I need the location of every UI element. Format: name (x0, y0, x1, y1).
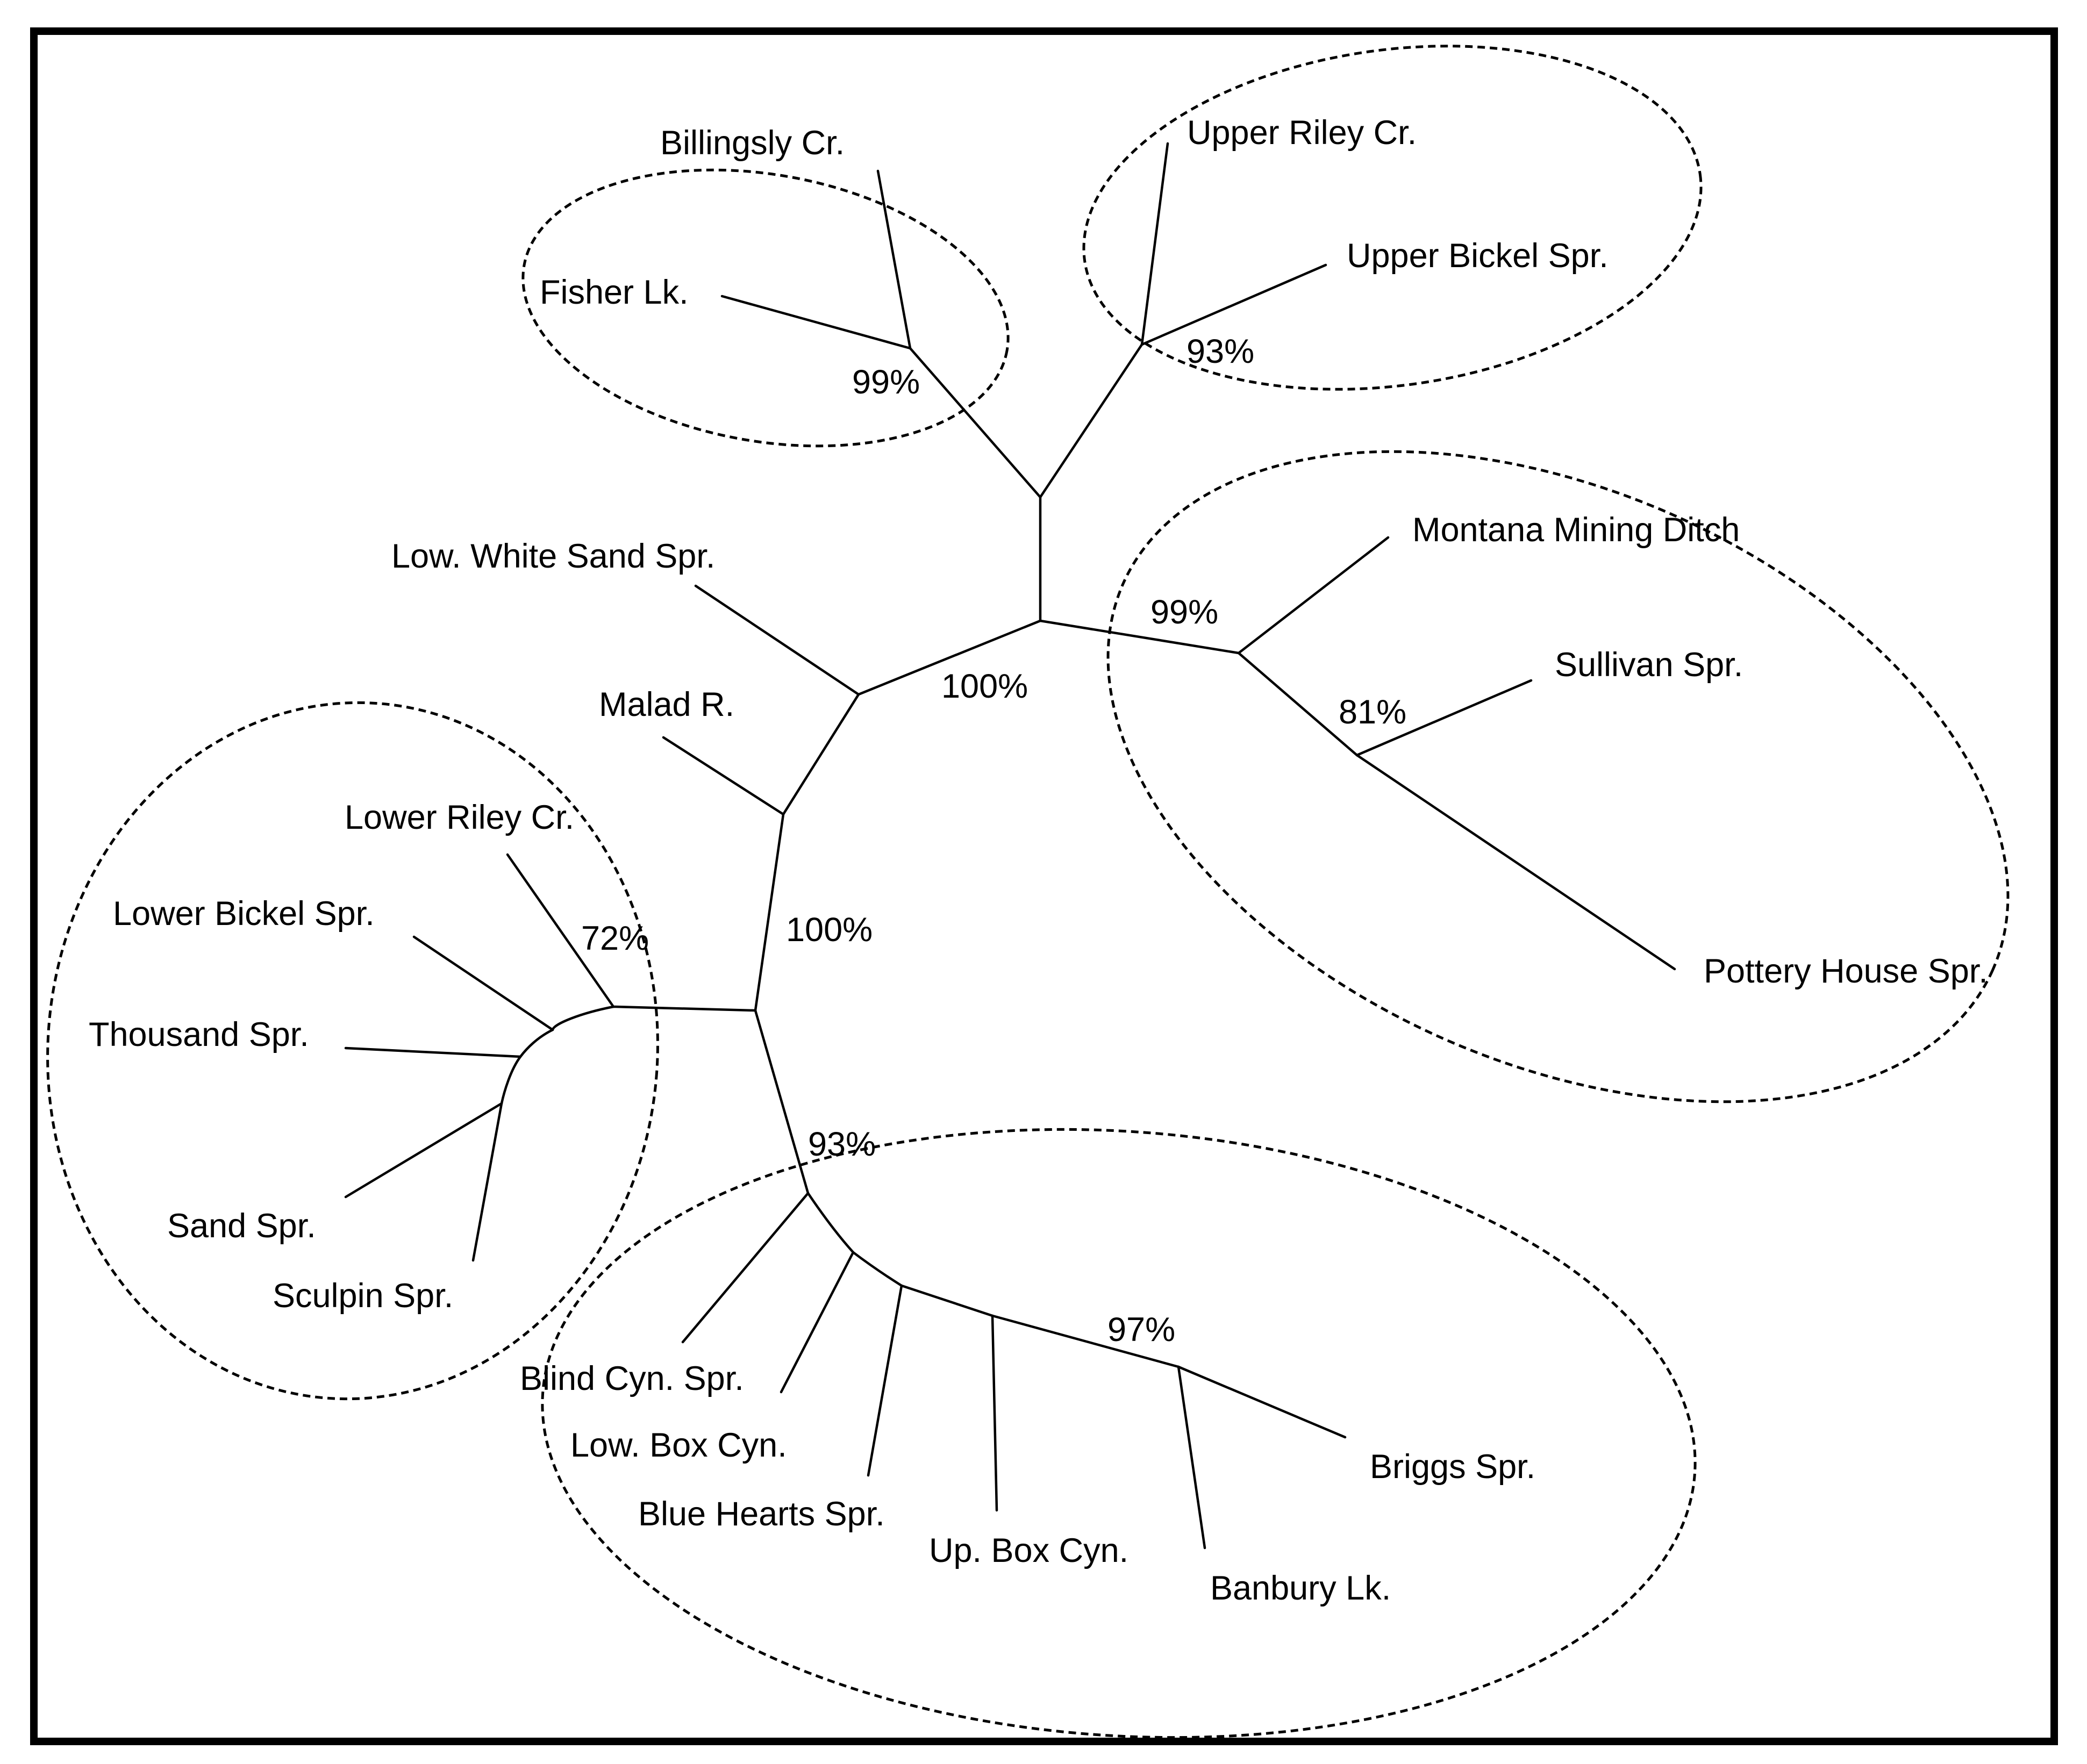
taxon-label: Thousand Spr. (89, 1016, 309, 1053)
branch-to-up-box-node (900, 1284, 994, 1317)
cluster-box-canyon (541, 1128, 1697, 1739)
branch-central-lower (754, 813, 785, 1012)
taxon-label: Briggs Spr. (1370, 1448, 1535, 1486)
taxon-label: Blue Hearts Spr. (638, 1495, 885, 1533)
branch-briggs (1177, 1365, 1347, 1439)
support-value: 72% (581, 920, 649, 957)
support-value: 81% (1339, 693, 1406, 731)
branch-banbury (1177, 1365, 1206, 1550)
branch-lower-left-arc (500, 1005, 615, 1105)
branch-lower-riley (506, 853, 615, 1008)
taxon-label: Malad R. (599, 686, 734, 723)
taxon-label: Banbury Lk. (1210, 1569, 1391, 1607)
taxon-label: Upper Bickel Spr. (1347, 237, 1609, 275)
branch-box-arc (806, 1192, 903, 1287)
branch-to-upper-riley-node (1039, 343, 1143, 499)
taxon-labels: Billingsly Cr. Fisher Lk. Upper Riley Cr… (89, 114, 1988, 1607)
taxon-label: Pottery House Spr. (1704, 952, 1988, 990)
taxon-label: Up. Box Cyn. (929, 1532, 1128, 1569)
branch-to-montana-node (1039, 619, 1240, 655)
taxon-label: Lower Riley Cr. (345, 799, 574, 836)
taxon-label: Lower Bickel Spr. (113, 895, 375, 933)
branch-pottery (1355, 754, 1676, 971)
taxon-label: Billingsly Cr. (660, 124, 845, 162)
cluster-billingsly-fisher (521, 168, 1010, 448)
branch-low-white-sand (694, 584, 860, 696)
taxon-label: Sculpin Spr. (273, 1277, 453, 1315)
taxon-label: Blind Cyn. Spr. (520, 1360, 744, 1397)
branch-to-lower-riley-node (612, 1005, 757, 1012)
taxon-label: Fisher Lk. (540, 274, 689, 311)
tree-branches (344, 142, 1676, 1550)
branch-internal-upper-mid (782, 693, 860, 816)
support-value: 93% (1187, 333, 1254, 370)
taxon-label: Sand Spr. (167, 1207, 316, 1245)
branch-low-box (780, 1251, 855, 1394)
support-values: 99% 93% 99% 81% 100% 100% 72% 93% 97% (581, 333, 1406, 1349)
cluster-upper-riley-bickel (1082, 45, 1703, 391)
support-value: 100% (786, 911, 873, 949)
branch-blind-cyn (681, 1192, 810, 1344)
branch-sullivan (1355, 679, 1533, 757)
branch-fisher (720, 295, 912, 350)
branch-to-briggs-node (991, 1314, 1180, 1368)
support-value: 100% (941, 668, 1028, 705)
taxon-label: Low. Box Cyn. (570, 1426, 787, 1464)
branch-billingsly (876, 169, 912, 350)
cluster-lower-riley-sculpin (46, 701, 659, 1401)
cluster-outlines (46, 45, 2010, 1739)
branch-to-billingsly-fisher-node (909, 347, 1042, 499)
branch-sculpin (471, 1102, 503, 1262)
branch-thousand (344, 1046, 522, 1058)
branch-upper-riley (1140, 142, 1169, 346)
branch-up-box (991, 1314, 998, 1512)
taxon-label: Montana Mining Ditch (1412, 511, 1740, 549)
branch-lower-bickel (412, 935, 554, 1031)
branch-malad (662, 736, 785, 816)
taxon-label: Low. White Sand Spr. (391, 537, 715, 575)
support-value: 97% (1107, 1311, 1175, 1349)
support-value: 93% (808, 1125, 876, 1163)
branch-blue-hearts (867, 1284, 903, 1477)
branch-montana (1237, 536, 1390, 655)
support-value: 99% (1150, 593, 1218, 631)
taxon-label: Upper Riley Cr. (1187, 114, 1417, 152)
branch-central-upper (857, 619, 1042, 696)
cluster-montana-sullivan-pottery (1106, 450, 2010, 1103)
taxon-label: Sullivan Spr. (1555, 646, 1743, 684)
diagram-frame (30, 27, 2058, 1745)
branch-to-sullivan-node (1237, 651, 1359, 757)
branch-to-box-node (754, 1009, 810, 1195)
support-value: 99% (852, 363, 920, 401)
branch-sand (344, 1102, 503, 1199)
branch-upper-bickel (1140, 263, 1327, 346)
